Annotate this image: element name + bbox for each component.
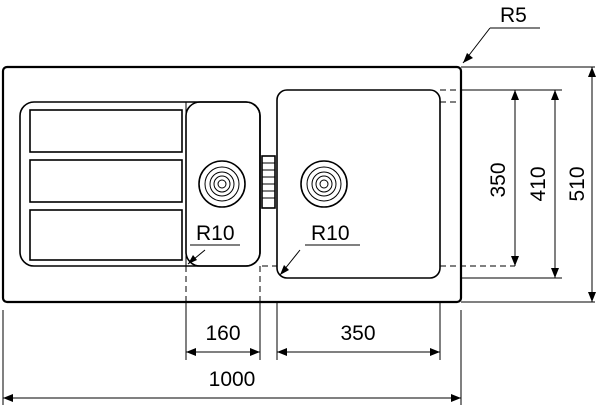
leader-r10-right: [279, 244, 360, 276]
drainer-grooves: [29, 102, 187, 261]
dim-410-vertical: [551, 90, 559, 278]
extension-lines: [2, 66, 595, 405]
leader-r5: [462, 27, 540, 64]
label-350-horizontal: 350: [340, 322, 375, 345]
leader-r10-left: [187, 244, 240, 265]
dim-350-horizontal: [277, 348, 440, 356]
sink-outline: [1, 65, 463, 304]
label-510-vertical: 510: [566, 166, 589, 201]
dim-510-vertical: [588, 67, 596, 302]
overflow-grille: [261, 155, 276, 209]
label-r10-right: R10: [311, 222, 350, 245]
large-bowl: [276, 89, 441, 279]
projection-lines: [185, 89, 515, 302]
label-r5: R5: [500, 4, 527, 27]
label-r10-left: R10: [196, 222, 235, 245]
drain-right: [300, 160, 348, 208]
dim-160-horizontal: [186, 348, 260, 356]
dim-1000-horizontal: [3, 394, 461, 402]
dim-350-vertical: [511, 90, 519, 266]
small-bowl: [185, 101, 261, 267]
label-350-vertical: 350: [487, 162, 510, 197]
drain-left: [198, 160, 246, 208]
label-410-vertical: 410: [527, 166, 550, 201]
label-160: 160: [205, 322, 240, 345]
label-1000: 1000: [209, 368, 256, 391]
